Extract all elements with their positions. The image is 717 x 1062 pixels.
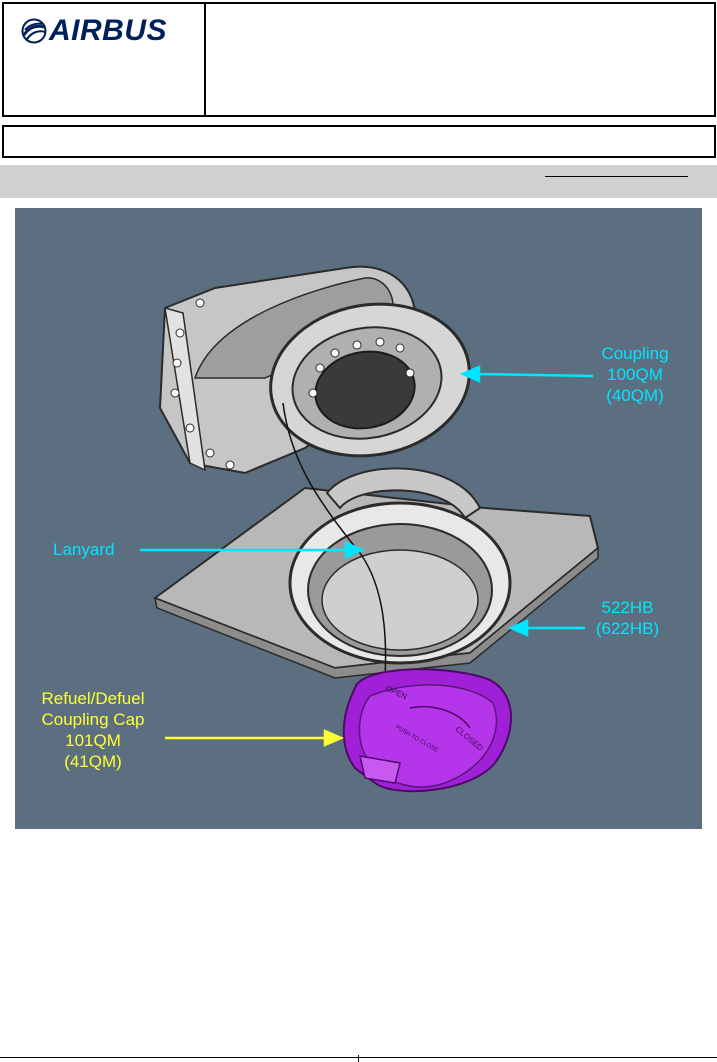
figure-illustration: OPEN CLOSED PUSH TO CLOSE Coupling 100QM… [15,208,702,829]
panel-leader [507,619,585,637]
lanyard-leader [140,541,366,559]
coupling-cap [342,668,512,793]
callout-lanyard: Lanyard [53,539,114,560]
callout-panel-line1: 522HB [601,598,654,617]
callout-coupling: Coupling 100QM (40QM) [585,343,685,406]
band-underline [545,176,688,177]
callout-cap-line1: Refuel/Defuel [41,689,145,708]
callout-coupling-line3: (40QM) [606,386,664,405]
callout-coupling-line1: Coupling [601,344,669,363]
callout-cap-line2: Coupling Cap [41,710,145,729]
footer-divider [358,1055,359,1062]
airbus-logo: AIRBUS [21,16,167,46]
section-band [0,165,717,198]
callout-lanyard-line1: Lanyard [53,540,115,559]
callout-cap: Refuel/Defuel Coupling Cap 101QM (41QM) [33,688,153,772]
callout-panel-line2: (622HB) [595,619,660,638]
logo-text: AIRBUS [49,14,168,47]
coupling-leader [459,365,594,383]
cap-leader [165,729,345,747]
document-header: AIRBUS [2,2,716,117]
callout-cap-line3: 101QM [65,731,121,750]
reference-box [2,125,716,158]
callout-coupling-line2: 100QM [607,365,663,384]
lanyard-cable [282,402,387,679]
callout-cap-line4: (41QM) [64,752,122,771]
title-cell [206,4,714,115]
logo-cell: AIRBUS [4,4,206,115]
callout-panel: 522HB (622HB) [580,597,675,639]
illustration-svg: OPEN CLOSED PUSH TO CLOSE [140,265,600,793]
airbus-swirl-icon [21,18,47,44]
